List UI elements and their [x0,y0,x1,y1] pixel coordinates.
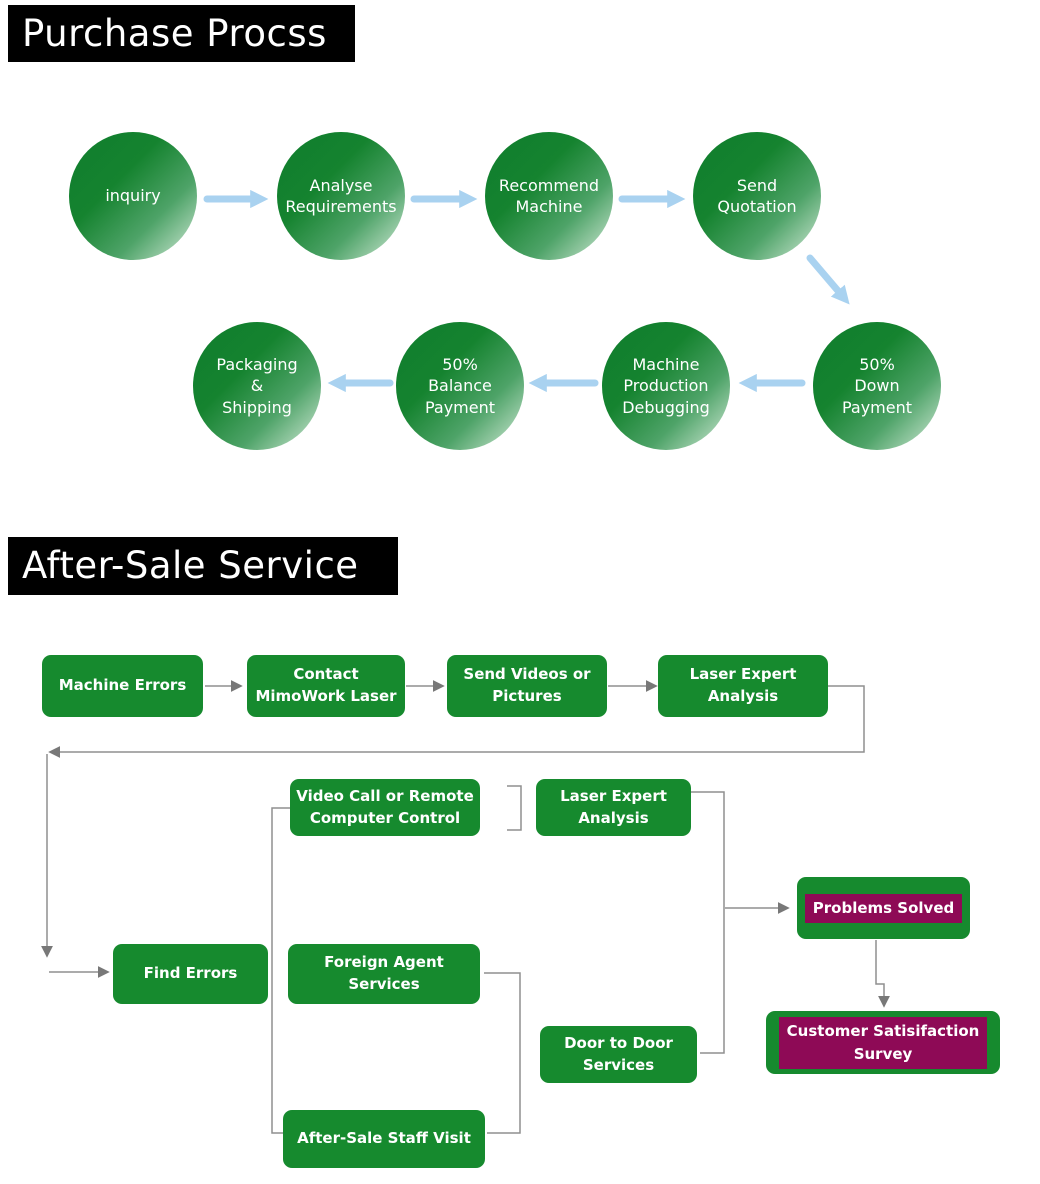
step-recommend-machine-circle: Recommend Machine [485,132,613,260]
customer-satisfaction-survey-label: Customer Satisifaction Survey [778,1016,988,1069]
laser-expert-analysis-box-1: Laser Expert Analysis [658,655,828,717]
foreign-agent-services-box: Foreign Agent Services [288,944,480,1004]
purchase-process-title: Purchase Procss [8,5,355,62]
bracket-videocall-expert [507,785,522,831]
step-inquiry-circle: inquiry [69,132,197,260]
machine-errors-box: Machine Errors [42,655,203,717]
line-expert2-to-doortodoor [691,791,725,1054]
door-to-door-services-box: Door to Door Services [540,1026,697,1083]
step-down-payment-circle: 50% Down Payment [813,322,941,450]
problems-solved-box: Problems Solved [797,877,970,939]
find-errors-box: Find Errors [113,944,268,1004]
arrow-solved-to-survey [875,940,890,1008]
bracket-right-services [484,972,521,1134]
step-machine-production-circle: Machine Production Debugging [602,322,730,450]
send-videos-box: Send Videos or Pictures [447,655,607,717]
step-packaging-shipping-circle: Packaging & Shipping [193,322,321,450]
step-balance-payment-circle: 50% Balance Payment [396,322,524,450]
after-sale-staff-visit-box: After-Sale Staff Visit [283,1110,485,1168]
video-call-remote-box: Video Call or Remote Computer Control [290,779,480,836]
contact-mimowork-box: Contact MimoWork Laser [247,655,405,717]
customer-satisfaction-survey-box: Customer Satisifaction Survey [766,1011,1000,1074]
laser-expert-analysis-box-2: Laser Expert Analysis [536,779,691,836]
step-analyse-requirements-circle: Analyse Requirements [277,132,405,260]
step-send-quotation-circle: Send Quotation [693,132,821,260]
after-sale-service-title: After-Sale Service [8,537,398,595]
arrow-quotation-to-downpayment [806,254,850,305]
problems-solved-label: Problems Solved [804,893,963,923]
